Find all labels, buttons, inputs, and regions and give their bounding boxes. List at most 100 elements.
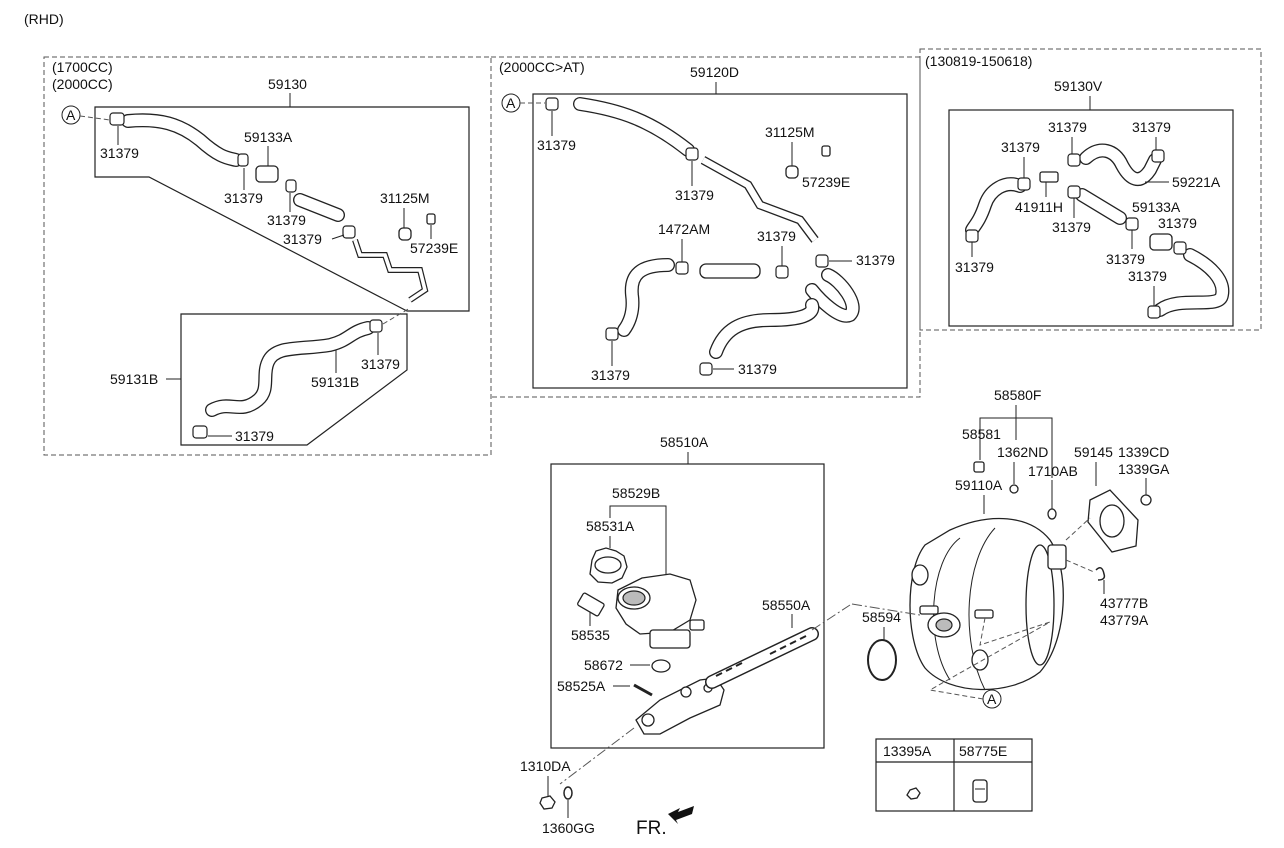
callout-59130v: 59130V: [1054, 78, 1103, 94]
clamp-31379: [1067, 153, 1081, 167]
callout-31379: 31379: [955, 259, 994, 275]
callout-59131b: 59131B: [110, 371, 158, 387]
callout-31379: 31379: [537, 137, 576, 153]
callout-31379: 31379: [1048, 119, 1087, 135]
group-frame-1700-2000: [43, 56, 492, 456]
callout-31379: 31379: [591, 367, 630, 383]
ref-a-label-2: A: [506, 95, 516, 111]
callout-58529b: 58529B: [612, 485, 660, 501]
clamp-31379: [775, 265, 789, 279]
callout-1472am: 1472AM: [658, 221, 710, 237]
part-31125m: [785, 165, 799, 179]
legend-table: 13395A 58775E: [875, 738, 1033, 812]
clamp-31379: [237, 153, 249, 167]
clamp-31379: [605, 327, 619, 341]
callout-31379: 31379: [267, 212, 306, 228]
part-1339ga-nut: [1140, 494, 1152, 506]
clamp-31379: [815, 254, 829, 268]
callout-58535: 58535: [571, 627, 610, 643]
part-31125m: [398, 227, 412, 241]
callout-58580f: 58580F: [994, 387, 1041, 403]
clamp-31379: [1147, 305, 1161, 319]
clamp-31379: [545, 97, 559, 111]
assembly-box-58510a: [550, 463, 825, 749]
part-43777b-clip: [1095, 567, 1106, 581]
clamp-31379: [965, 229, 979, 243]
callout-43777b: 43777B: [1100, 595, 1148, 611]
callout-1360gg: 1360GG: [542, 820, 595, 836]
group-label-2000cc: (2000CC): [52, 76, 113, 92]
ref-a-marker-1: [61, 105, 81, 125]
callout-31125m: 31125M: [380, 190, 430, 206]
part-57239e: [426, 213, 436, 225]
clamp-31379: [1067, 185, 1081, 199]
callout-59130: 59130: [268, 76, 307, 92]
clamp-31379: [675, 261, 689, 275]
clamp-31379: [342, 225, 356, 239]
part-58525a-bolt: [633, 683, 653, 697]
clamp-31379: [369, 319, 383, 333]
callout-1339ga: 1339GA: [1118, 461, 1170, 477]
clamp-31379: [109, 112, 125, 126]
callout-31379: 31379: [1158, 215, 1197, 231]
callout-59131b: 59131B: [311, 374, 359, 390]
clamp-31379: [685, 147, 699, 161]
front-arrow-icon: [668, 806, 694, 824]
clamp-31379: [699, 362, 713, 376]
part-1710ab-seal: [1047, 508, 1057, 520]
hose-59131b: [205, 321, 375, 417]
callout-57239e: 57239E: [802, 174, 850, 190]
hose-59130v: [965, 143, 1230, 317]
clamp-31379: [1017, 177, 1031, 191]
callout-31379: 31379: [1106, 251, 1145, 267]
part-58672-grommet: [651, 659, 671, 673]
group-frame-date-range: [919, 48, 1262, 331]
variant-label: (RHD): [24, 11, 64, 27]
callout-31379: 31379: [1052, 219, 1091, 235]
callout-31379: 31379: [100, 145, 139, 161]
callout-59110a: 59110A: [955, 477, 1003, 493]
callout-31379: 31379: [1132, 119, 1171, 135]
part-58594-oring: [867, 639, 897, 681]
callout-1710ab: 1710AB: [1028, 463, 1078, 479]
group-label-date-range: (130819-150618): [925, 53, 1032, 69]
callout-58672: 58672: [584, 657, 623, 673]
callout-31379: 31379: [1001, 139, 1040, 155]
front-label: FR.: [636, 818, 667, 839]
clamp-31379: [285, 179, 297, 193]
callout-58594: 58594: [862, 609, 901, 625]
brake-booster-59110a: [909, 517, 1067, 691]
ref-a-label-3: A: [987, 691, 997, 707]
callout-31379: 31379: [675, 187, 714, 203]
callout-31379: 31379: [738, 361, 777, 377]
clamp-31379: [192, 425, 208, 439]
hose-59130: [121, 113, 429, 303]
part-58581-bolt: [973, 461, 985, 473]
callout-31379: 31379: [757, 228, 796, 244]
legend-col-13395a: 13395A: [883, 743, 932, 759]
callout-1310da: 1310DA: [520, 758, 571, 774]
assembly-box-59130: [94, 106, 470, 312]
part-59133a-valve: [1149, 233, 1173, 251]
callout-58550a: 58550A: [762, 597, 811, 613]
callout-31379: 31379: [283, 231, 322, 247]
callout-59145: 59145: [1074, 444, 1113, 460]
part-57239e: [821, 145, 831, 157]
legend-fitting-icon: [972, 779, 988, 803]
callout-31379: 31379: [235, 428, 274, 444]
callout-58525a: 58525A: [557, 678, 606, 694]
ref-a-label-1: A: [66, 107, 76, 123]
assembly-box-59131b: [180, 313, 408, 446]
callout-59133a: 59133A: [244, 129, 293, 145]
legend-col-58775e: 58775E: [959, 743, 1007, 759]
clamp-31379: [1173, 241, 1187, 255]
assembly-box-59120d: [532, 93, 908, 389]
part-1360gg-washer: [563, 786, 573, 800]
callout-31379: 31379: [361, 356, 400, 372]
callout-43779a: 43779A: [1100, 612, 1149, 628]
clamp-31379: [1151, 149, 1165, 163]
clamp-31379: [1125, 217, 1139, 231]
part-1362nd-clip: [1009, 484, 1019, 494]
callout-1339cd: 1339CD: [1118, 444, 1169, 460]
